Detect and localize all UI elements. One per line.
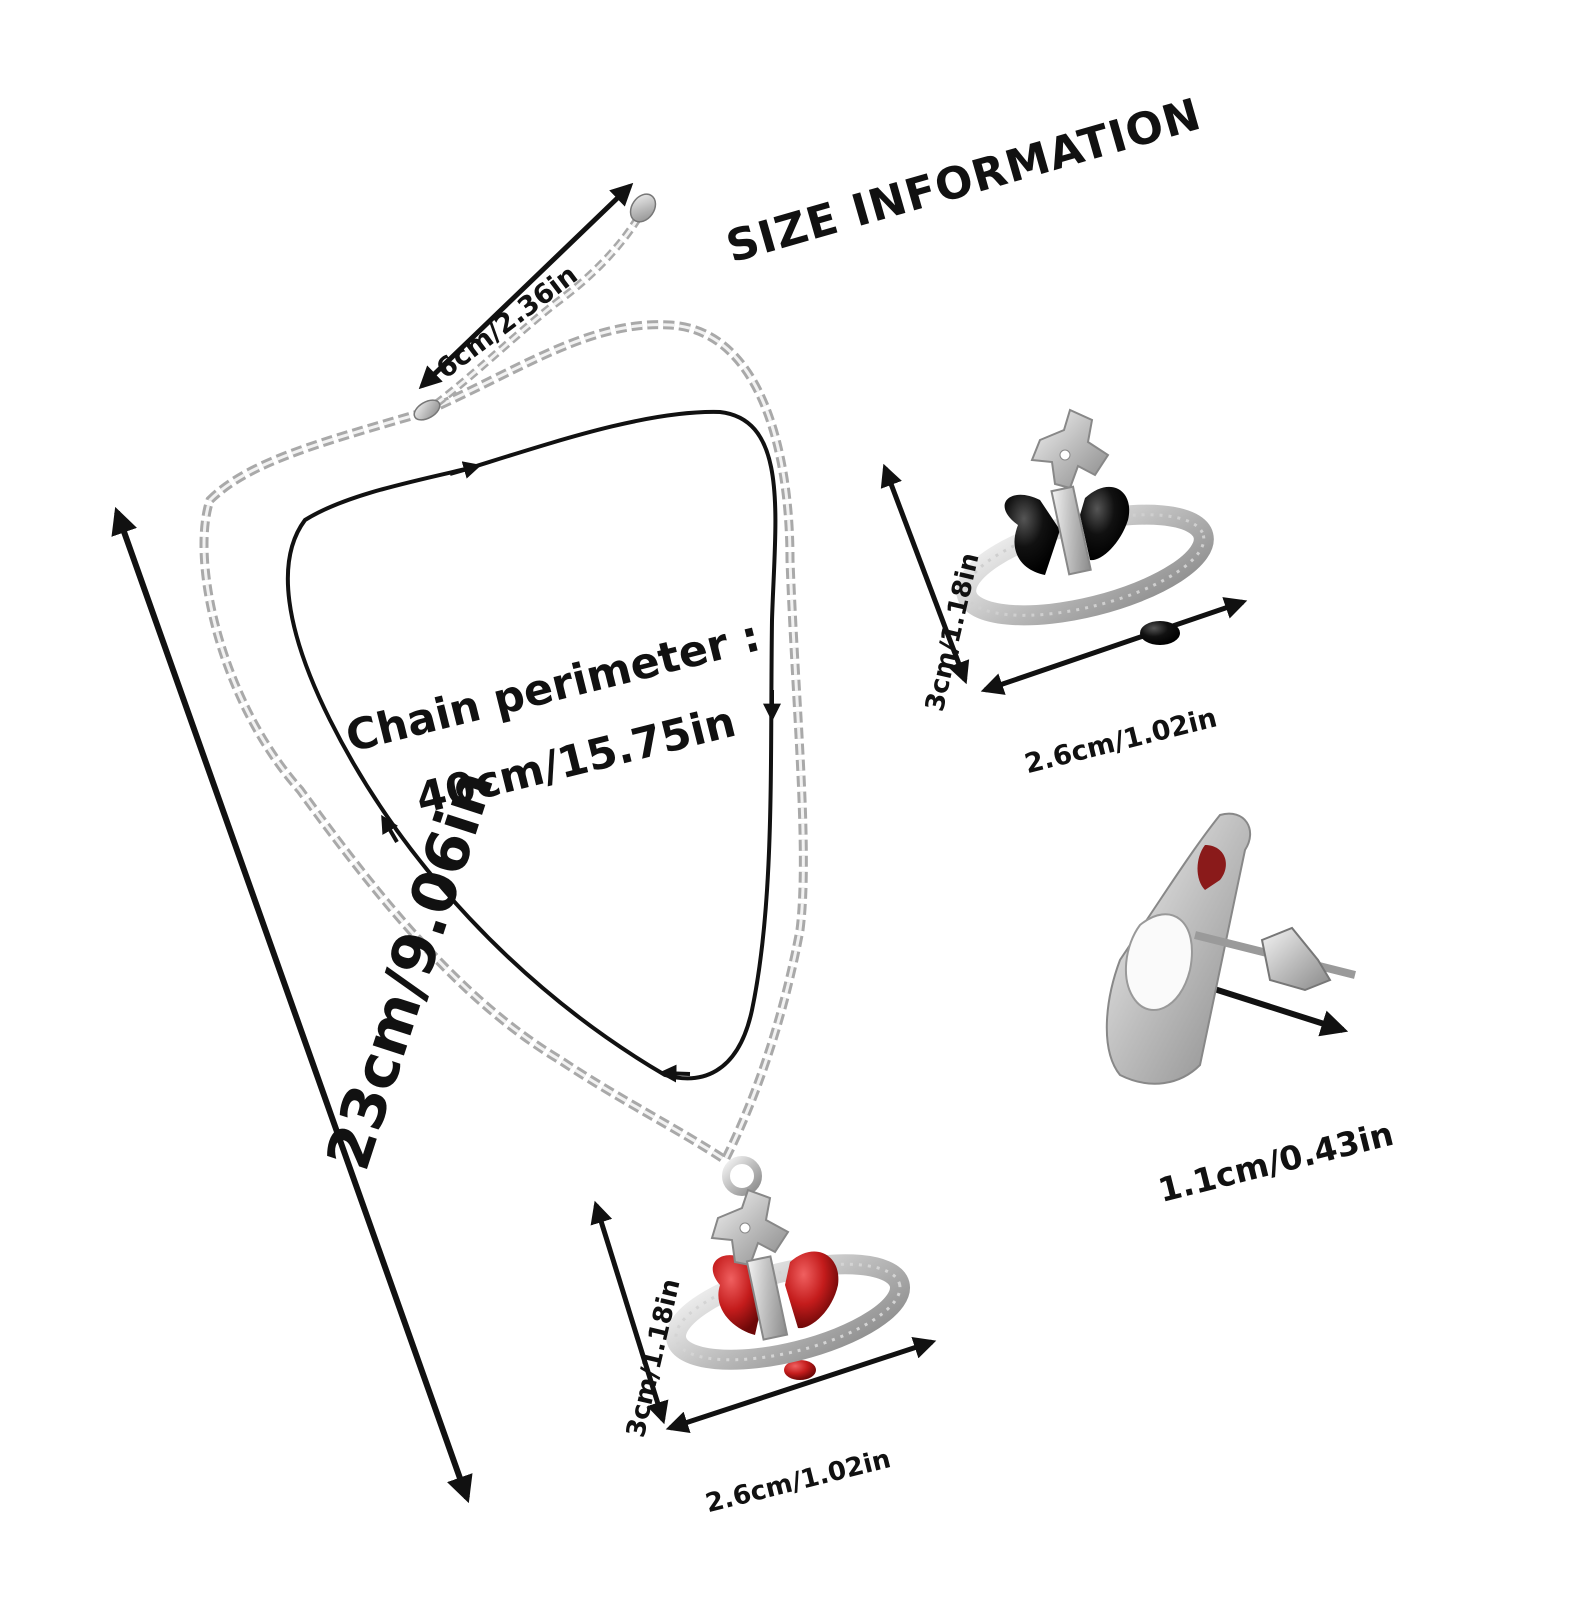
pendant-width-arrow [665,1336,937,1434]
earring-width-arrow [980,597,1248,695]
dimension-arrows [111,182,1349,1504]
total-length-arrow [111,506,473,1504]
pendant-height-arrow [590,1200,669,1425]
earring-height-arrow [880,463,970,685]
necklace-pendant [665,1156,911,1380]
extender-arrow [418,182,634,390]
earring-side [1105,812,1356,1085]
earring-front [956,408,1214,645]
